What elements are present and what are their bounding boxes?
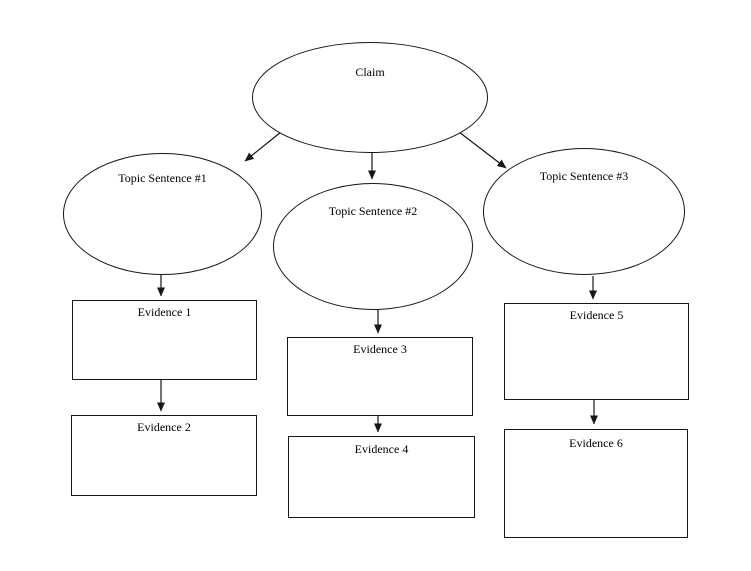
node-claim-label: Claim <box>355 65 385 79</box>
node-evidence-2-label: Evidence 2 <box>137 420 191 434</box>
node-topic-sentence-3: Topic Sentence #3 <box>483 148 685 275</box>
node-evidence-3: Evidence 3 <box>287 337 473 416</box>
node-evidence-6: Evidence 6 <box>504 429 688 538</box>
node-evidence-2: Evidence 2 <box>71 415 257 496</box>
node-evidence-4-label: Evidence 4 <box>354 442 409 456</box>
node-claim: Claim <box>252 42 488 153</box>
edge-claim-topic3 <box>458 131 507 169</box>
node-evidence-1: Evidence 1 <box>72 300 257 380</box>
node-topic-sentence-1-label: Topic Sentence #1 <box>118 171 207 185</box>
node-evidence-1-label: Evidence 1 <box>137 305 192 319</box>
node-topic-sentence-2: Topic Sentence #2 <box>273 183 473 310</box>
node-evidence-3-label: Evidence 3 <box>353 342 407 356</box>
node-evidence-5-label: Evidence 5 <box>569 308 624 322</box>
node-evidence-4: Evidence 4 <box>288 436 475 518</box>
node-evidence-6-label: Evidence 6 <box>569 436 623 450</box>
node-topic-sentence-1: Topic Sentence #1 <box>63 153 262 275</box>
node-evidence-5: Evidence 5 <box>504 303 689 400</box>
node-topic-sentence-2-label: Topic Sentence #2 <box>328 204 418 218</box>
edge-claim-topic1 <box>244 131 282 162</box>
node-topic-sentence-3-label: Topic Sentence #3 <box>539 169 629 183</box>
